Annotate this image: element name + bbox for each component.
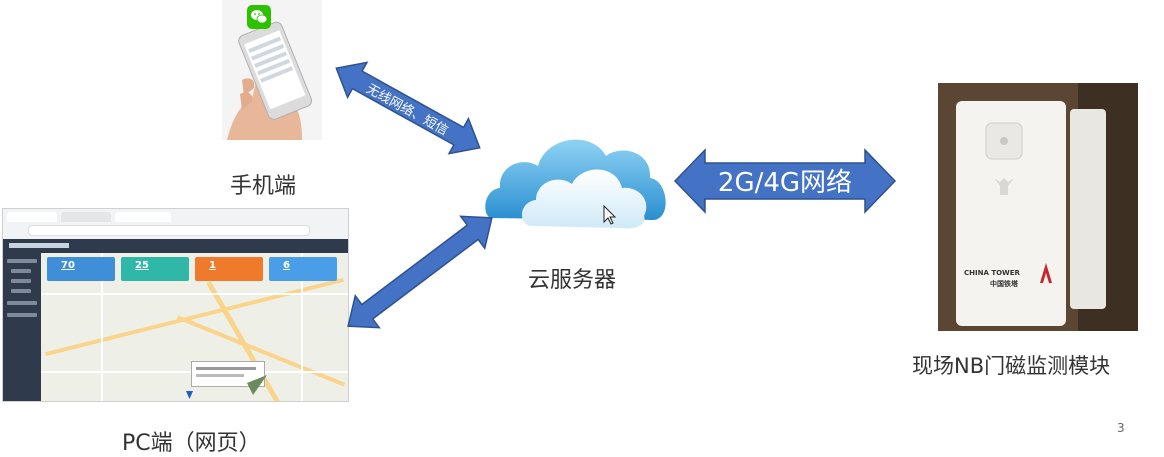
stat-card: 70 bbox=[47, 257, 115, 281]
pc-web-screenshot: 70 25 1 6 bbox=[2, 208, 349, 402]
stat-card: 6 bbox=[269, 257, 337, 281]
stat-card-value: 25 bbox=[135, 260, 149, 271]
stat-card-value: 70 bbox=[61, 260, 75, 271]
device-brand-en: CHINA TOWER bbox=[964, 269, 1020, 277]
cloud-label: 云服务器 bbox=[528, 268, 617, 293]
page-number: 3 bbox=[1117, 421, 1125, 435]
device-label: 现场NB门磁监测模块 bbox=[912, 354, 1111, 378]
mobile-phone-image bbox=[222, 0, 322, 140]
wechat-icon bbox=[247, 5, 271, 29]
app-header bbox=[3, 239, 348, 253]
app-sidebar bbox=[3, 253, 41, 401]
mobile-label: 手机端 bbox=[230, 174, 297, 199]
stat-card-value: 1 bbox=[209, 260, 216, 271]
nb-door-sensor-image: CHINA TOWER 中国铁塔 bbox=[938, 83, 1138, 331]
device-cloud-link-label: 2G/4G网络 bbox=[717, 168, 853, 198]
stat-card: 25 bbox=[121, 257, 189, 281]
stat-card-value: 6 bbox=[283, 260, 290, 271]
stat-card: 1 bbox=[195, 257, 263, 281]
cloud-server-image bbox=[482, 108, 672, 243]
device-brand-cn: 中国铁塔 bbox=[990, 280, 1018, 288]
device-cloud-arrow bbox=[673, 148, 897, 214]
map-view: 70 25 1 6 bbox=[41, 253, 348, 401]
mobile-cloud-arrow bbox=[335, 61, 481, 155]
pc-cloud-arrow bbox=[347, 215, 493, 329]
